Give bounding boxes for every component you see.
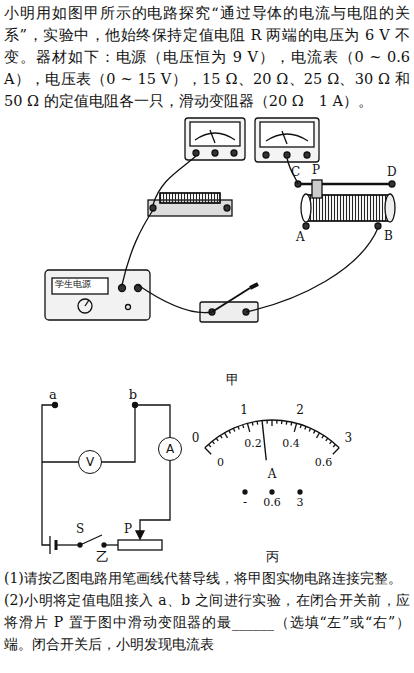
- question-text: (1)请按乙图电路用笔画线代替导线，将甲图实物电路连接完整。: [4, 567, 410, 589]
- figure-jia: [45, 118, 395, 322]
- scale-tick: [212, 441, 214, 444]
- meter-letter: A: [166, 442, 174, 456]
- scale-number: 2: [296, 404, 304, 417]
- meter-symbol: V: [78, 450, 102, 474]
- scale-number: 0: [192, 432, 200, 445]
- figure-caption: 甲: [226, 373, 239, 387]
- scale-tick: [294, 423, 296, 432]
- scale-tick: [225, 433, 228, 438]
- scale-tick: [256, 421, 258, 424]
- scale-tick: [238, 426, 239, 429]
- scale-tick: [322, 435, 324, 438]
- terminal-label: B: [384, 230, 393, 243]
- unit-symbol: A: [268, 468, 277, 481]
- figure-yi: [42, 403, 170, 555]
- terminal-label: -: [243, 496, 247, 509]
- terminal-label: 0.6: [263, 497, 281, 509]
- scale-number: 0: [217, 457, 224, 469]
- scale-tick: [271, 420, 272, 426]
- scale-tick: [243, 425, 244, 428]
- scale-tick: [216, 438, 218, 441]
- scale-tick: [326, 438, 328, 441]
- scale-tick: [330, 441, 332, 444]
- terminal-label: 3: [297, 497, 304, 509]
- terminal-label: C: [291, 166, 300, 179]
- terminal-label: b: [129, 388, 137, 402]
- scale-tick: [333, 444, 335, 447]
- scale-tick: [309, 428, 310, 431]
- scale-tick: [208, 444, 210, 447]
- figure-caption: 丙: [266, 550, 279, 564]
- device-name: 学生电源: [55, 280, 91, 290]
- terminal-label: A: [296, 231, 305, 244]
- scale-tick: [205, 448, 211, 454]
- scale-tick: [300, 425, 301, 428]
- scale-tick: [314, 430, 316, 433]
- scale-tick: [317, 433, 320, 438]
- scale-number: 0.4: [282, 438, 300, 450]
- scale-number: 3: [345, 432, 353, 445]
- terminal-label: D: [387, 166, 397, 179]
- scale-tick: [281, 421, 283, 424]
- scale-tick: [247, 423, 249, 432]
- figure-bing-dial: [205, 420, 339, 494]
- scale-tick: [229, 430, 231, 433]
- question-text: (2)小明将定值电阻接入 a、b 之间进行实验，在闭合开关前，应将滑片 P 置于…: [4, 589, 410, 655]
- meter-letter: V: [86, 455, 94, 469]
- scale-tick: [290, 422, 292, 425]
- scale-tick: [333, 448, 339, 454]
- scale-tick: [266, 420, 267, 423]
- scale-tick: [286, 421, 288, 424]
- terminal-label: a: [49, 388, 57, 402]
- scale-tick: [233, 428, 234, 431]
- slider-label: P: [124, 523, 132, 536]
- slider-label: P: [312, 164, 320, 177]
- scale-number: 0.2: [244, 438, 262, 450]
- scale-tick: [252, 422, 254, 425]
- scale-tick: [305, 426, 306, 429]
- scale-number: 0.6: [315, 457, 333, 469]
- scale-tick: [220, 435, 222, 438]
- problem-text: 小明用如图甲所示的电路探究“通过导体的电流与电阻的关系”，实验中，他始终保持定值…: [4, 2, 410, 112]
- figure-caption: 乙: [96, 550, 109, 564]
- switch-label: S: [76, 523, 84, 536]
- scale-tick: [276, 420, 277, 423]
- meter-symbol: A: [158, 437, 182, 461]
- scale-number: 1: [240, 404, 248, 417]
